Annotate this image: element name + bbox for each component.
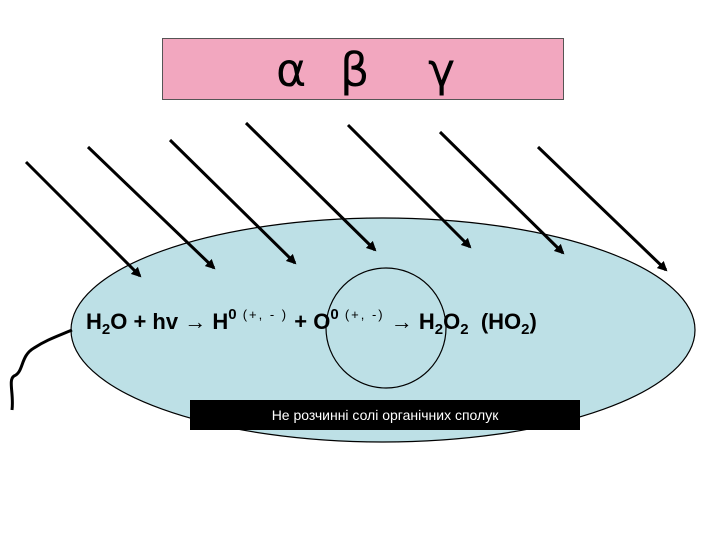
oxygen-superscript: 0: [330, 306, 339, 323]
radiation-ray-arrow: [346, 123, 472, 249]
beta-label: β: [340, 43, 370, 97]
radiation-ray-arrow: [244, 121, 377, 252]
radical-subscript: 2: [521, 321, 530, 338]
peroxide-h: H: [418, 309, 435, 334]
insoluble-salts-text: Не розчинні солі органічних сполук: [271, 407, 499, 423]
radiation-ray-arrow: [24, 160, 142, 278]
cell-tail: [9, 328, 73, 411]
radiation-ray-arrow: [536, 145, 668, 272]
gamma-label: γ: [428, 43, 456, 97]
hydrogen-charge: (+, - ): [242, 307, 289, 322]
radiation-rays: [24, 121, 668, 278]
insoluble-salts-label: Не розчинні солі органічних сполук: [190, 400, 580, 430]
water-rest: O + hv →: [110, 309, 207, 334]
radiation-ray-arrow: [438, 130, 565, 255]
radical-close: ): [529, 309, 537, 334]
peroxide-o: O: [443, 309, 461, 334]
oxygen-atom: O: [313, 309, 331, 334]
water-radiolysis-equation: H2O + hv → H0 (+, - ) + O0 (+, -) → H2O2…: [86, 302, 646, 342]
water-subscript: 2: [101, 321, 111, 338]
peroxide-o-subscript: 2: [460, 321, 469, 338]
radiation-ray-arrow: [168, 138, 297, 265]
hydrogen-atom: H: [212, 309, 229, 334]
plus-sign: +: [294, 309, 308, 334]
reaction-circle: [325, 267, 447, 389]
peroxide-h-subscript: 2: [434, 321, 444, 338]
reaction-arrow: →: [390, 309, 413, 334]
radical-open: (HO: [480, 309, 522, 334]
radiation-ray-arrow: [86, 145, 216, 270]
alpha-label: α: [276, 43, 307, 97]
hydrogen-superscript: 0: [228, 306, 237, 323]
radiation-types-box: α β γ: [162, 38, 564, 100]
water-h: H: [86, 309, 102, 334]
oxygen-charge: (+, -): [344, 307, 385, 322]
